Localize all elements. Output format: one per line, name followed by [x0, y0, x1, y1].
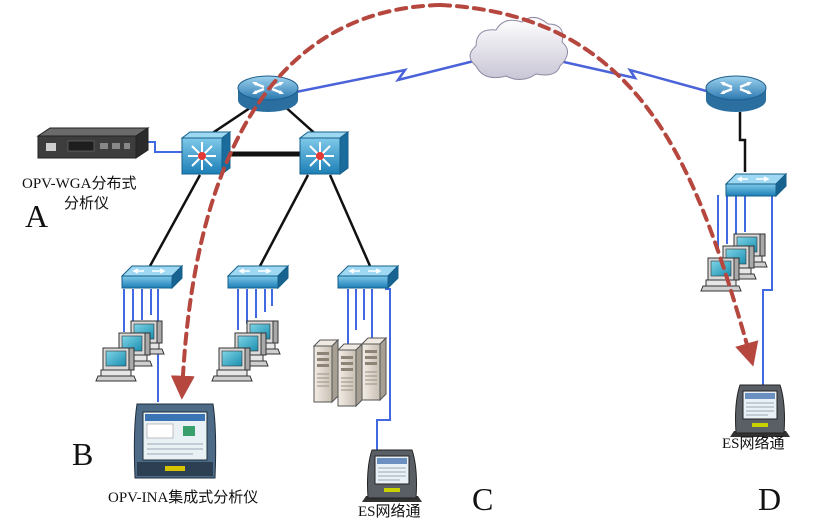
router-icon [236, 74, 300, 114]
core-links [148, 102, 747, 267]
handheld-analyzer-icon [729, 384, 791, 438]
server-icon [361, 337, 387, 401]
router-icon [704, 74, 768, 114]
ina-label: OPV-INA集成式分析仪 [108, 489, 258, 506]
handheld-analyzer-icon [133, 403, 217, 479]
access-switch-icon [725, 173, 787, 197]
server-icon [313, 339, 339, 403]
pc-icon [95, 347, 137, 382]
pc-group-left [95, 320, 165, 382]
traffic-path-arrows [170, 3, 759, 400]
server-group [313, 337, 387, 407]
pc-group-d [700, 233, 768, 292]
access-switch-icon [337, 265, 399, 289]
access-switch-icon [227, 265, 289, 289]
wan-links [295, 58, 711, 94]
pc-group-middle [211, 320, 281, 382]
access-switch-icon [121, 265, 183, 289]
wga-label-line1: OPV-WGA分布式 [22, 175, 136, 192]
es-label-d: ES网络通 [722, 435, 785, 452]
label-d: D [758, 481, 781, 517]
server-icon [337, 343, 363, 407]
label-c: C [472, 481, 493, 517]
wga-label-line2: 分析仪 [64, 195, 109, 212]
es-label-c: ES网络通 [358, 503, 421, 520]
label-a: A [25, 198, 48, 234]
handheld-analyzer-icon [361, 449, 423, 503]
lan-links [123, 141, 773, 452]
pc-icon [211, 347, 253, 382]
label-b: B [72, 436, 93, 472]
rack-analyzer-icon [36, 127, 150, 159]
cloud-icon [469, 17, 568, 80]
core-switch-icon [299, 131, 349, 175]
